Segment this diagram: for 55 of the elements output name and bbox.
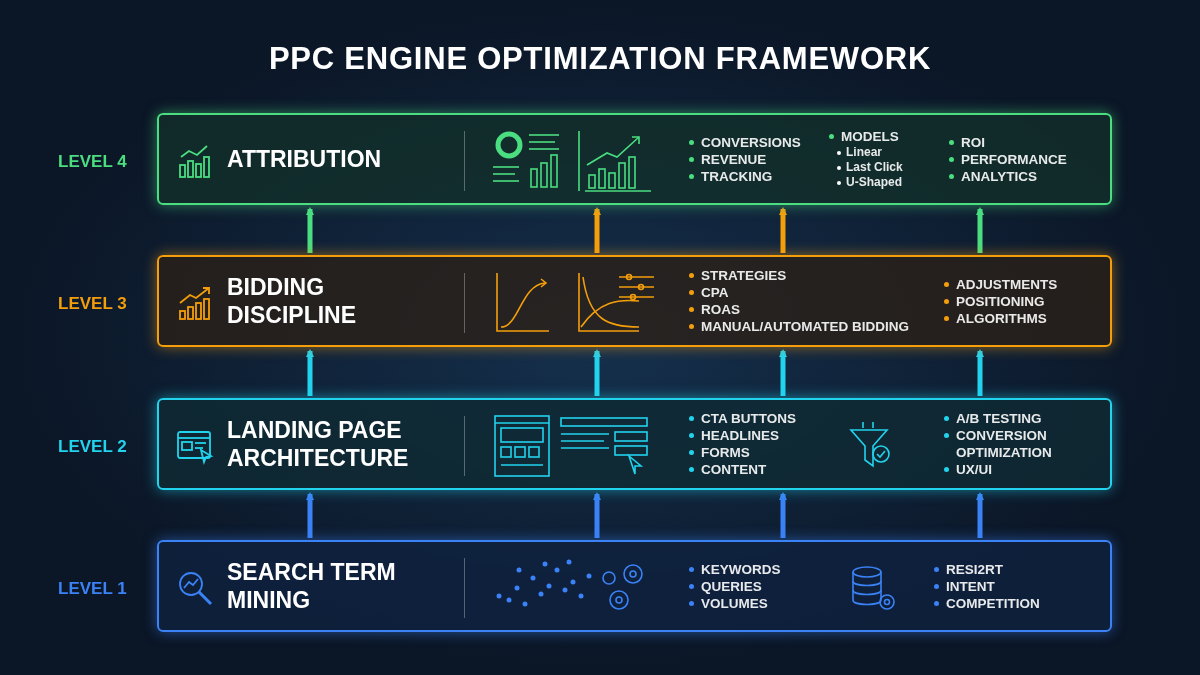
list-item: FORMS (701, 444, 750, 461)
list-item: ALGORITHMS (956, 309, 1047, 327)
level-label: LEVEL 2 (58, 436, 127, 458)
level-label: LEVEL 1 (58, 578, 127, 600)
list-item: HEADLINES (701, 427, 779, 444)
list-item: PERFORMANCE (961, 150, 1067, 168)
arrow (779, 349, 787, 396)
level-label: LEVEL 3 (58, 293, 127, 315)
list-item: INTENT (946, 577, 995, 595)
list-item: CONTENT (701, 461, 767, 478)
sub-list-item: Last Click (846, 160, 903, 175)
level-panel (157, 255, 1112, 347)
arrow (976, 492, 984, 538)
sub-list-item: Linear (846, 145, 882, 160)
arrow (976, 349, 984, 396)
diagram-title: PPC ENGINE OPTIMIZATION FRAMEWORK (267, 40, 933, 78)
list-item: CTA BUTTONS (701, 410, 796, 427)
list-item: UX/UI (956, 461, 992, 478)
list-item: ROI (961, 133, 985, 151)
arrow (976, 207, 984, 253)
level-panel (157, 113, 1112, 205)
list-item: ADJUSTMENTS (956, 275, 1058, 293)
list-item: ANALYTICS (961, 167, 1037, 185)
list-item: TRACKING (701, 167, 773, 185)
arrow (593, 349, 601, 396)
list-item: POSITIONING (956, 292, 1045, 310)
level-heading: ATTRIBUTION (227, 145, 383, 174)
list-item: RESI2RT (946, 560, 1003, 578)
list-item: CPA (701, 284, 729, 301)
arrow (593, 207, 601, 253)
list-item: MANUAL/AUTOMATED BIDDING (701, 318, 909, 335)
arrow (779, 492, 787, 538)
list-item: MODELS (841, 128, 899, 145)
arrow (306, 492, 314, 538)
list-item: KEYWORDS (701, 560, 781, 578)
list-item: VOLUMES (701, 594, 768, 612)
list-item: QUERIES (701, 577, 762, 595)
arrow (306, 207, 314, 253)
sub-list-item: U-Shaped (846, 175, 902, 190)
level-panel (157, 398, 1112, 490)
level-heading: SEARCH TERM MINING (227, 558, 397, 615)
list-item: COMPETITION (946, 594, 1040, 612)
level-panel (157, 540, 1112, 632)
list-item: STRATEGIES (701, 267, 787, 284)
list-item: ROAS (701, 301, 740, 318)
list-item: REVENUE (701, 150, 767, 168)
list-item: CONVERSION OPTIMIZATION (956, 427, 1053, 461)
level-heading: LANDING PAGE ARCHITECTURE (227, 416, 410, 473)
arrow (779, 207, 787, 253)
level-heading: BIDDING DISCIPLINE (227, 273, 358, 330)
level-label: LEVEL 4 (58, 151, 127, 173)
list-item: CONVERSIONS (701, 133, 801, 151)
list-item: A/B TESTING (956, 410, 1042, 427)
arrow (593, 492, 601, 538)
arrow (306, 349, 314, 396)
